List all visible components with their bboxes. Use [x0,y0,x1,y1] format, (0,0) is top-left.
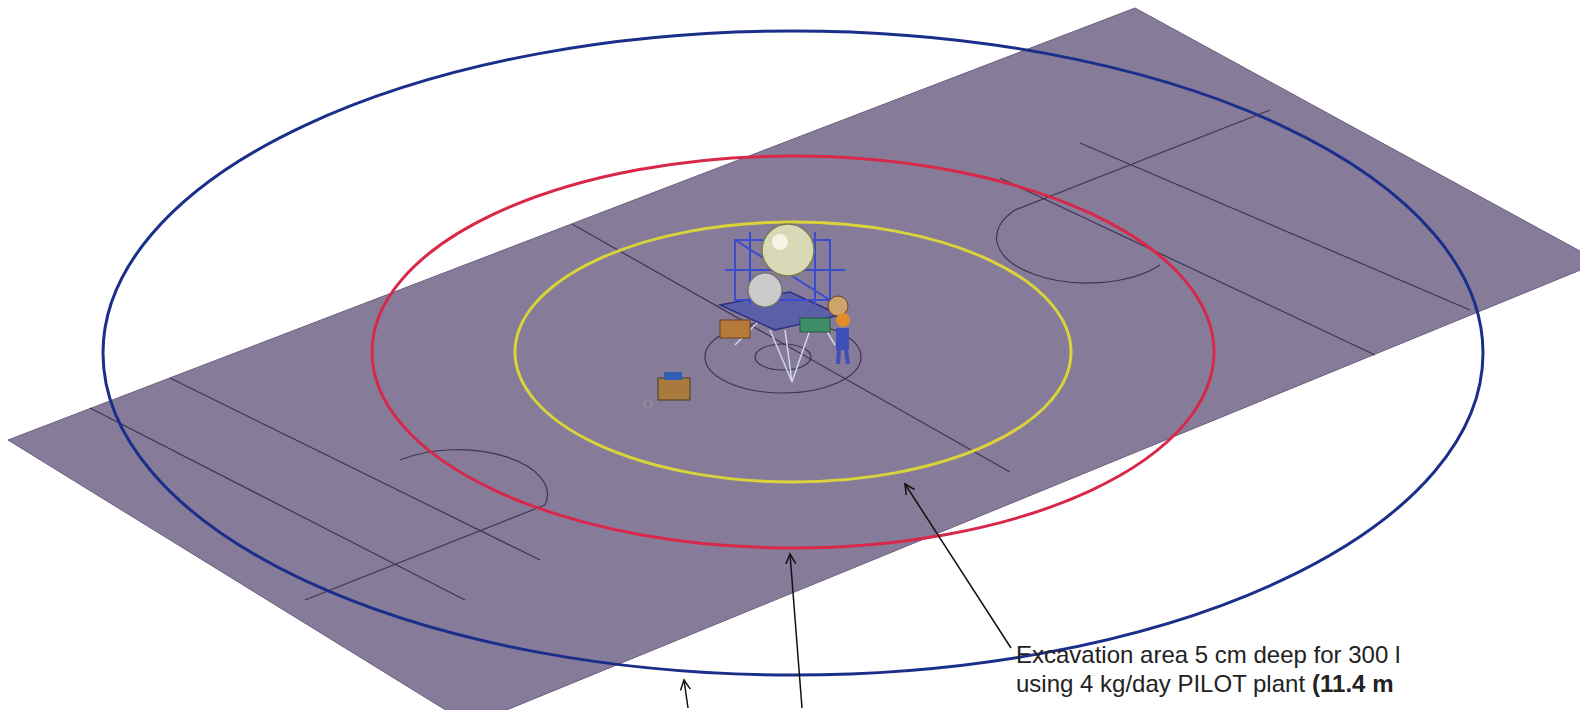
callout-text: using 4 kg/day PILOT plant [1016,672,1305,696]
yellow-boundary [515,222,1071,482]
court-lines [90,110,1470,600]
leader-lines [684,484,1011,708]
callout-text: Excavation area 5 cm deep for 300 l [1016,643,1400,667]
red-boundary [372,156,1214,548]
lander [720,224,848,382]
callout-text: (11.4 m [1312,672,1393,696]
astronaut [836,313,850,364]
blue-boundary [103,31,1483,675]
ground-plane [8,8,1580,710]
pilot-plant [644,372,690,408]
